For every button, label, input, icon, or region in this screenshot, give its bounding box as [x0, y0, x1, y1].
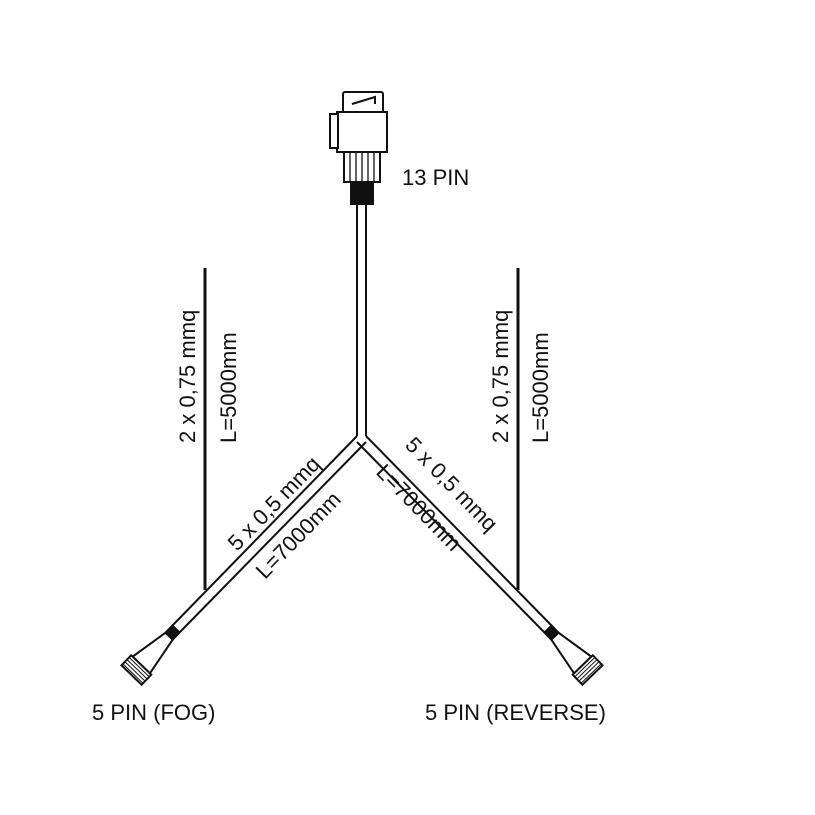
left-5-pin-connector-icon	[120, 624, 182, 687]
right-aux-length-label: L=5000mm	[528, 332, 553, 443]
13-pin-connector-icon	[329, 91, 388, 205]
main-connector-label: 13 PIN	[402, 165, 469, 190]
main-cable	[356, 204, 367, 436]
right-branch-cable	[356, 435, 553, 633]
left-branch-cable	[171, 435, 367, 633]
left-aux-section-label: 2 x 0,75 mmq	[175, 310, 200, 443]
left-connector-label: 5 PIN (FOG)	[92, 700, 215, 725]
right-aux-section-label: 2 x 0,75 mmq	[488, 310, 513, 443]
right-connector-label: 5 PIN (REVERSE)	[425, 700, 606, 725]
left-aux-length-label: L=5000mm	[216, 332, 241, 443]
right-5-pin-connector-icon	[542, 624, 604, 687]
